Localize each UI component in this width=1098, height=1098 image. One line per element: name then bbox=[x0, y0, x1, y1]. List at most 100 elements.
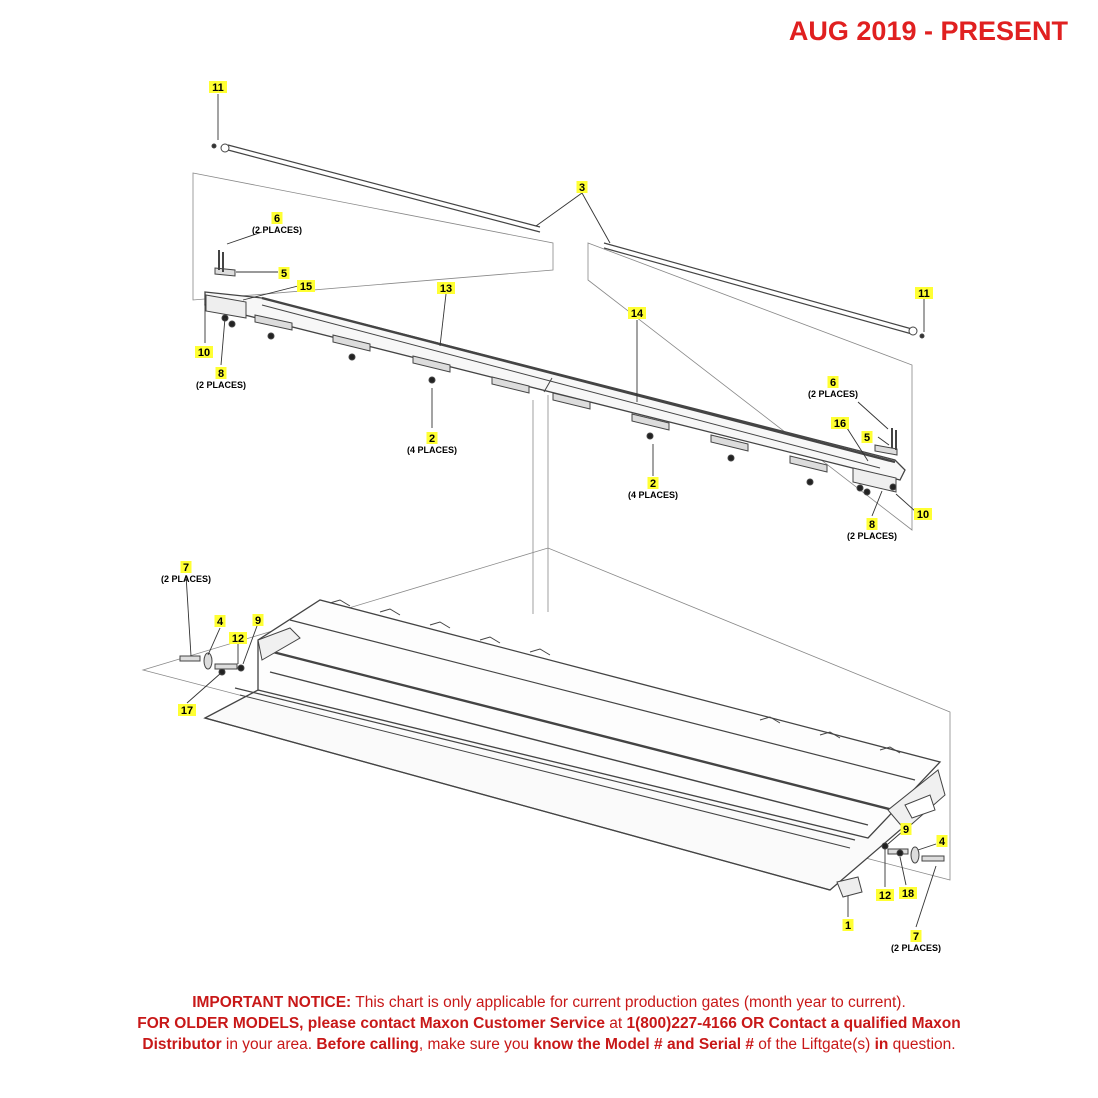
important-notice: IMPORTANT NOTICE: This chart is only app… bbox=[0, 992, 1098, 1055]
callout-number: 2 bbox=[650, 478, 656, 490]
callout-highlight bbox=[195, 346, 213, 358]
callout-number: 5 bbox=[864, 432, 870, 444]
callout-highlight bbox=[209, 81, 227, 93]
platform bbox=[179, 599, 946, 898]
notice-text: at bbox=[604, 1015, 627, 1032]
callout-highlight bbox=[915, 287, 933, 299]
callout-number: 12 bbox=[232, 633, 244, 645]
callout-highlight bbox=[899, 887, 917, 899]
callout-4: 4 bbox=[936, 835, 948, 848]
callout-number: 7 bbox=[183, 562, 189, 574]
hinge-rail bbox=[204, 250, 906, 496]
callout-9: 9 bbox=[252, 614, 264, 627]
notice-text: of the Liftgate(s) bbox=[753, 1036, 875, 1053]
callout-16: 16 bbox=[831, 417, 849, 430]
callout-number: 13 bbox=[440, 283, 452, 295]
callout-number: 11 bbox=[212, 82, 224, 94]
shaft-left bbox=[211, 143, 541, 233]
callout-highlight bbox=[861, 431, 873, 443]
notice-in: in bbox=[874, 1036, 889, 1053]
callout-highlight bbox=[297, 280, 315, 292]
callout-6: 6(2 PLACES) bbox=[252, 212, 302, 235]
callout-highlight bbox=[178, 704, 196, 716]
callout-highlight bbox=[900, 823, 912, 835]
shaft-plane-right bbox=[587, 242, 913, 531]
callout-number: 6 bbox=[830, 377, 836, 389]
callout-highlight bbox=[827, 376, 839, 388]
callout-10: 10 bbox=[195, 346, 213, 359]
shaft-right bbox=[603, 242, 925, 339]
notice-line-3: Distributor in your area. Before calling… bbox=[0, 1034, 1098, 1055]
notice-text: This chart is only applicable for curren… bbox=[351, 994, 906, 1011]
callout-number: 8 bbox=[869, 519, 875, 531]
callout-number: 4 bbox=[217, 616, 224, 628]
callout-12: 12 bbox=[229, 632, 247, 645]
callout-number: 5 bbox=[281, 268, 287, 280]
callout-highlight bbox=[278, 267, 290, 279]
callout-1: 1 bbox=[842, 919, 854, 932]
callout-11: 11 bbox=[915, 287, 933, 300]
callout-number: 9 bbox=[255, 615, 261, 627]
callout-number: 17 bbox=[181, 705, 193, 717]
callout-note: (4 PLACES) bbox=[628, 490, 678, 500]
callout-highlight bbox=[252, 614, 264, 626]
callout-5: 5 bbox=[861, 431, 873, 444]
callout-number: 6 bbox=[274, 213, 280, 225]
callout-highlight bbox=[831, 417, 849, 429]
callout-highlight bbox=[866, 518, 878, 530]
callout-14: 14 bbox=[628, 307, 646, 320]
callout-18: 18 bbox=[899, 887, 917, 900]
notice-line-2: FOR OLDER MODELS, please contact Maxon C… bbox=[0, 1013, 1098, 1034]
callout-2: 2(4 PLACES) bbox=[407, 432, 457, 455]
callout-12: 12 bbox=[876, 889, 894, 902]
callout-8: 8(2 PLACES) bbox=[196, 367, 246, 390]
callout-highlight bbox=[229, 632, 247, 644]
callout-note: (4 PLACES) bbox=[407, 445, 457, 455]
callout-8: 8(2 PLACES) bbox=[847, 518, 897, 541]
callout-highlight bbox=[426, 432, 438, 444]
callout-number: 12 bbox=[879, 890, 891, 902]
callout-highlight bbox=[215, 367, 227, 379]
callout-11: 11 bbox=[209, 81, 227, 94]
callout-highlight bbox=[628, 307, 646, 319]
callout-number: 9 bbox=[903, 824, 909, 836]
shaft-plane-left bbox=[192, 172, 554, 301]
callout-2: 2(4 PLACES) bbox=[628, 477, 678, 500]
notice-model-serial: know the Model # and Serial # bbox=[533, 1036, 754, 1053]
notice-line-1: IMPORTANT NOTICE: This chart is only app… bbox=[0, 992, 1098, 1013]
callout-4: 4 bbox=[214, 615, 226, 628]
callout-7: 7(2 PLACES) bbox=[161, 561, 211, 584]
callout-10: 10 bbox=[914, 508, 932, 521]
callout-15: 15 bbox=[297, 280, 315, 293]
callout-13: 13 bbox=[437, 282, 455, 295]
callout-number: 1 bbox=[845, 920, 851, 932]
callout-number: 8 bbox=[218, 368, 224, 380]
notice-distributor: Distributor bbox=[142, 1036, 222, 1053]
callout-highlight bbox=[842, 919, 854, 931]
callout-number: 16 bbox=[834, 418, 846, 430]
callout-number: 2 bbox=[429, 433, 435, 445]
callout-number: 7 bbox=[913, 931, 919, 943]
callout-number: 18 bbox=[902, 888, 914, 900]
callout-number: 3 bbox=[579, 182, 585, 194]
callout-number: 14 bbox=[631, 308, 644, 320]
callout-highlight bbox=[910, 930, 922, 942]
callout-highlight bbox=[647, 477, 659, 489]
callout-highlight bbox=[914, 508, 932, 520]
callout-highlight bbox=[876, 889, 894, 901]
callout-number: 4 bbox=[939, 836, 946, 848]
notice-label: IMPORTANT NOTICE: bbox=[192, 994, 352, 1011]
callout-17: 17 bbox=[178, 704, 196, 717]
callout-3: 3 bbox=[576, 181, 588, 194]
callout-highlight bbox=[437, 282, 455, 294]
callout-note: (2 PLACES) bbox=[161, 574, 211, 584]
notice-before-calling: Before calling bbox=[316, 1036, 419, 1053]
notice-older-models: FOR OLDER MODELS, please contact Maxon C… bbox=[137, 1015, 605, 1032]
callout-note: (2 PLACES) bbox=[196, 380, 246, 390]
callout-highlight bbox=[180, 561, 192, 573]
callout-7: 7(2 PLACES) bbox=[891, 930, 941, 953]
notice-text: in your area. bbox=[221, 1036, 317, 1053]
callout-highlight bbox=[271, 212, 283, 224]
notice-phone: 1(800)227-4166 OR Contact a qualified Ma… bbox=[626, 1015, 961, 1032]
